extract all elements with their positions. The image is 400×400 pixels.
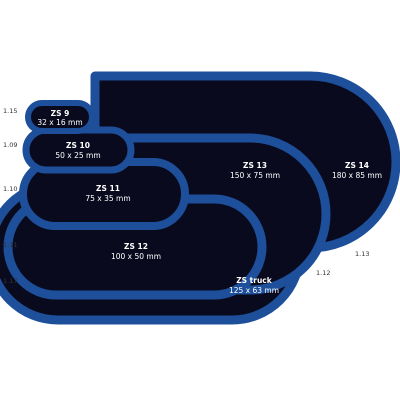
patch-zs-truck-code: ZS truck — [236, 276, 273, 285]
side-label: 1.12 — [316, 269, 330, 277]
side-label: 1.13 — [355, 250, 369, 258]
patch-zs14-code: ZS 14 — [345, 161, 369, 170]
side-label: 1.09 — [3, 141, 17, 149]
patch-zs10-size: 50 x 25 mm — [55, 151, 100, 160]
side-label: 1.11 — [3, 241, 17, 249]
patch-zs11-shape — [19, 158, 189, 230]
patch-zs11-size: 75 x 35 mm — [85, 194, 130, 203]
patch-zs10-shape — [22, 126, 135, 174]
patch-zs11-code: ZS 11 — [96, 184, 120, 193]
patch-zs13-size: 150 x 75 mm — [230, 171, 280, 180]
patch-zs-truck-size: 125 x 63 mm — [229, 286, 279, 295]
side-label: 1.10 — [3, 185, 17, 193]
patch-zs13-code: ZS 13 — [243, 161, 267, 170]
side-label: 1.17 — [3, 277, 17, 285]
patch-zs12-code: ZS 12 — [124, 242, 148, 251]
patch-zs12-size: 100 x 50 mm — [111, 252, 161, 261]
patch-zs9-code: ZS 9 — [51, 109, 70, 118]
patch-zs9-shape — [25, 100, 95, 134]
side-label: 1.15 — [3, 107, 17, 115]
patch-zs14-size: 180 x 85 mm — [332, 171, 382, 180]
patch-zs9-size: 32 x 16 mm — [37, 118, 82, 127]
patch-zs10-code: ZS 10 — [66, 141, 90, 150]
